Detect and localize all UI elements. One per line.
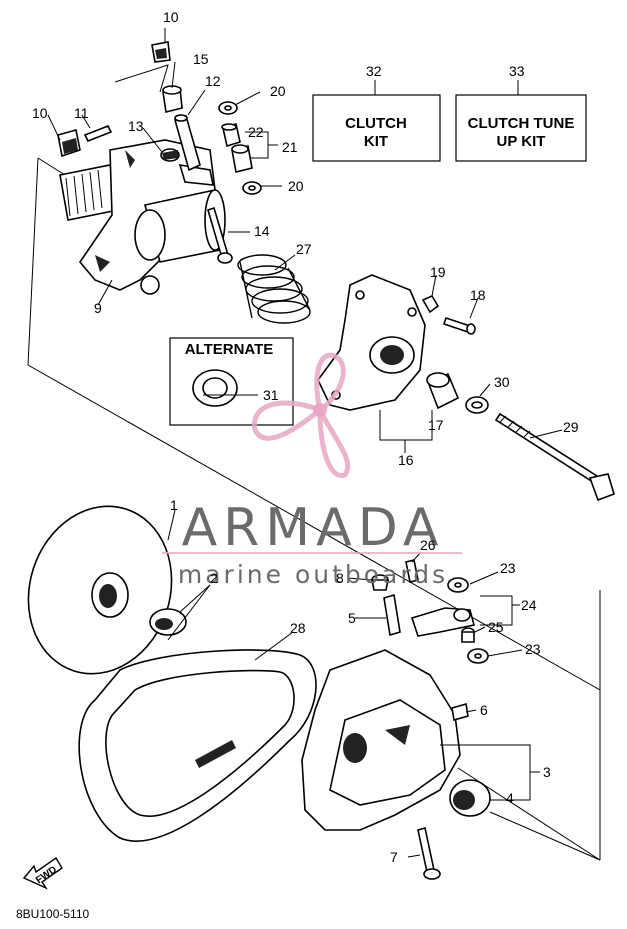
secondary-sheave-1 (27, 505, 173, 675)
watermark-text: ARMADA marine outboards (162, 498, 462, 589)
weight-cap-10-left (57, 128, 81, 158)
bearing-4 (449, 779, 491, 817)
pin-5 (383, 593, 401, 637)
weight-cap-10-top (151, 41, 171, 63)
watermark-title: ARMADA (182, 498, 445, 558)
pin-26 (405, 559, 419, 583)
bushing-17 (426, 372, 460, 410)
forward-arrow-icon: FWD (22, 856, 63, 890)
callout-32: 32 (366, 63, 382, 79)
callout-12: 12 (205, 73, 221, 89)
callout-28: 28 (290, 620, 306, 636)
primary-sheave-hub (59, 139, 226, 295)
clutch-kit-label-line1: CLUTCH (345, 115, 407, 132)
pin-11 (83, 124, 113, 143)
leader-lines (47, 28, 563, 858)
washer-20-top (218, 101, 238, 115)
callout-20-bottom: 20 (288, 178, 304, 194)
callout-numbers: 10 15 12 20 22 21 20 14 10 11 13 9 27 31… (32, 9, 579, 865)
callout-30: 30 (494, 374, 510, 390)
bolt-18 (442, 316, 476, 335)
callout-22: 22 (248, 124, 264, 140)
callout-26: 26 (420, 537, 436, 553)
bushing-2 (149, 608, 187, 636)
clutch-tune-up-kit-label-line1: CLUTCH TUNE (468, 115, 575, 132)
callout-3: 3 (543, 764, 551, 780)
screw-6 (451, 702, 469, 722)
callout-15: 15 (193, 51, 209, 67)
callout-14: 14 (254, 223, 270, 239)
callout-10-left: 10 (32, 105, 48, 121)
callout-18: 18 (470, 287, 486, 303)
callout-2: 2 (210, 570, 218, 586)
collar-30 (465, 396, 489, 414)
document-code: 8BU100-5110 (16, 907, 89, 921)
bolt-15 (162, 85, 183, 113)
callout-20-top: 20 (270, 83, 286, 99)
cover-16 (317, 274, 426, 411)
roller-13 (160, 148, 180, 162)
callout-25: 25 (488, 619, 504, 635)
callout-29: 29 (563, 419, 579, 435)
arm-24 (410, 607, 475, 637)
alternate-box (169, 337, 294, 426)
clutch-kit-box (312, 94, 441, 162)
drive-belt-28 (78, 649, 317, 842)
spring-27 (237, 254, 311, 324)
callout-10-top: 10 (163, 9, 179, 25)
collar-25 (461, 627, 475, 643)
callout-7: 7 (390, 849, 398, 865)
washer-23-bottom (467, 648, 489, 664)
clutch-tune-up-kit-box (455, 94, 587, 162)
callout-23-bottom: 23 (525, 641, 541, 657)
callout-8: 8 (336, 570, 344, 586)
callout-4: 4 (506, 790, 514, 806)
bolt-7 (417, 826, 441, 880)
callout-16: 16 (398, 452, 414, 468)
clutch-kit-label-line2: KIT (364, 133, 388, 150)
callout-27: 27 (296, 241, 312, 257)
alternate-label: ALTERNATE (185, 341, 274, 358)
callout-13: 13 (128, 118, 144, 134)
callout-31: 31 (263, 387, 279, 403)
callout-23-top: 23 (500, 560, 516, 576)
collar-22 (221, 122, 241, 148)
callout-6: 6 (480, 702, 488, 718)
callout-9: 9 (94, 300, 102, 316)
callout-1: 1 (170, 497, 178, 513)
bolt-14 (207, 206, 233, 264)
callout-21: 21 (282, 139, 298, 155)
callout-11: 11 (74, 105, 89, 121)
washer-23-top (447, 577, 469, 593)
armada-logo-watermark (252, 352, 351, 478)
shaft-12 (174, 114, 201, 172)
callout-19: 19 (430, 264, 446, 280)
callout-17: 17 (428, 417, 444, 433)
callout-24: 24 (521, 597, 537, 613)
washer-20-bottom (242, 181, 262, 195)
bolt-29 (494, 412, 615, 502)
watermark-subtitle: marine outboards (178, 560, 448, 589)
collar-21 (231, 144, 253, 173)
nut-19 (421, 294, 440, 314)
clutch-tune-up-kit-label-line2: UP KIT (497, 133, 546, 150)
sheave-body-3 (301, 649, 461, 831)
callout-5: 5 (348, 610, 356, 626)
callout-33: 33 (509, 63, 525, 79)
